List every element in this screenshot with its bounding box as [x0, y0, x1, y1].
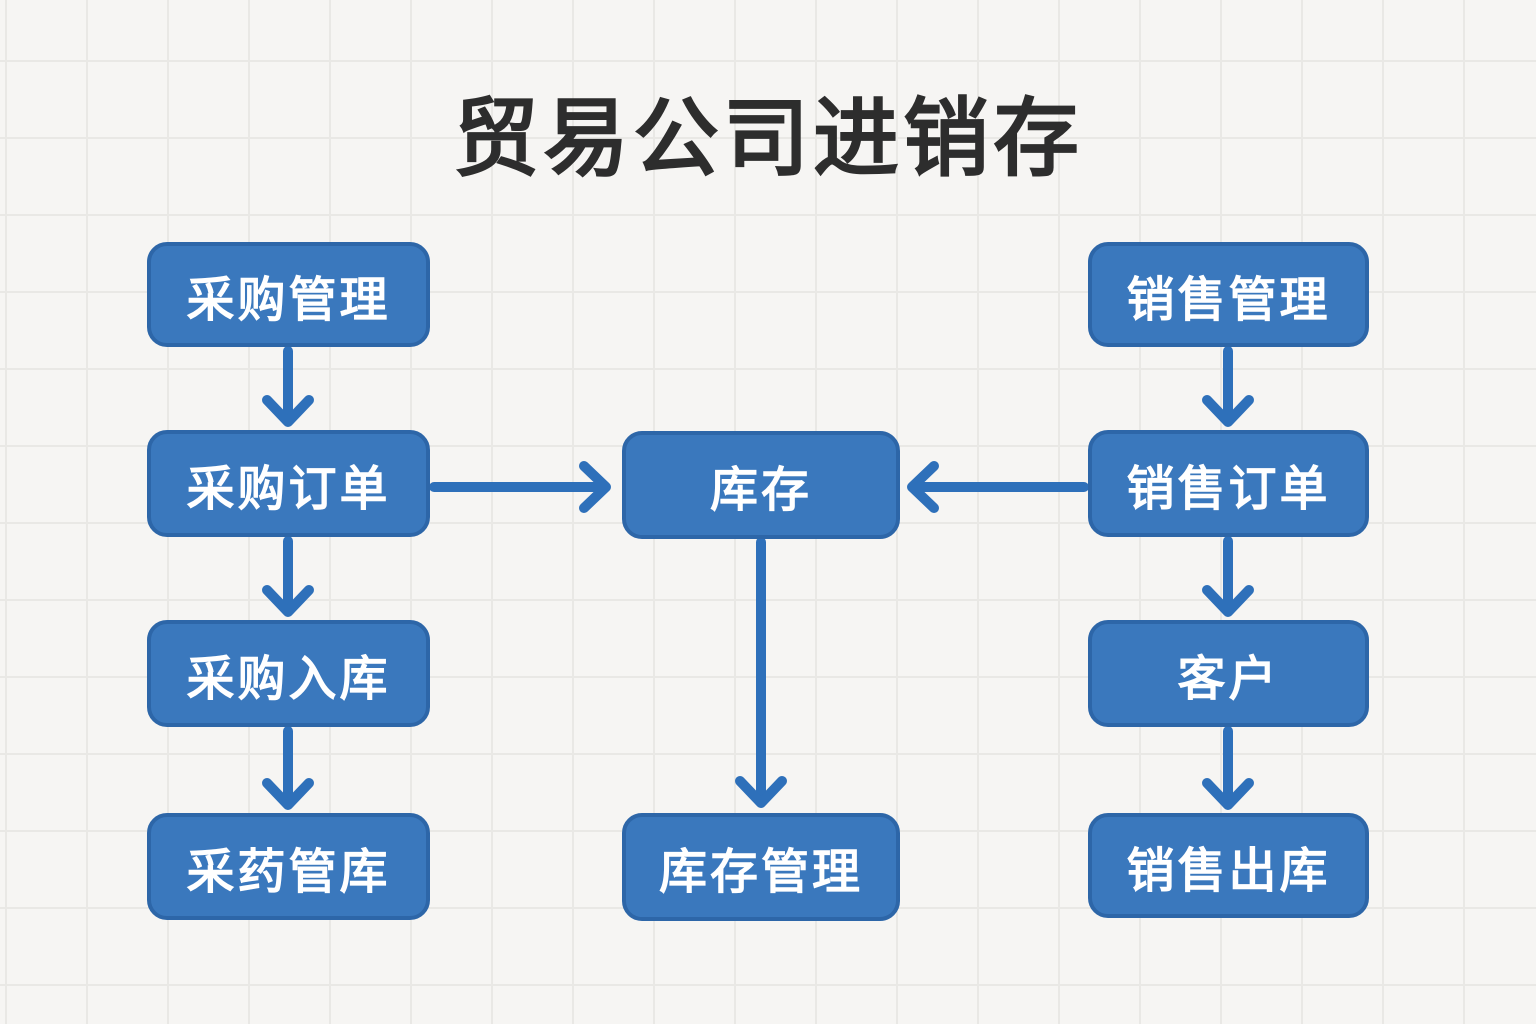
node-purchase-warehouse: 采药管库 [147, 813, 430, 920]
node-label: 销售管理 [1126, 273, 1331, 327]
arrow-purchase-inbound-to-purchase-warehouse [262, 726, 314, 810]
node-label: 采购管理 [186, 273, 391, 327]
arrow-sales-order-to-customer [1202, 536, 1254, 617]
node-label: 采药管库 [186, 845, 391, 899]
node-label: 销售订单 [1126, 462, 1331, 516]
node-inventory: 库存 [622, 431, 900, 539]
arrow-sales-order-to-inventory [907, 461, 1089, 513]
node-label: 客户 [1177, 652, 1280, 706]
arrow-purchase-order-to-purchase-inbound [262, 536, 314, 617]
node-sales-outbound: 销售出库 [1088, 813, 1369, 918]
node-customer: 客户 [1088, 620, 1369, 727]
node-purchase-management: 采购管理 [147, 242, 430, 347]
arrow-purchase-order-to-inventory [429, 461, 611, 513]
node-label: 库存管理 [658, 846, 863, 899]
node-label: 库存 [709, 464, 812, 517]
arrow-purchase-management-to-purchase-order [262, 346, 314, 427]
node-label: 采购入库 [186, 652, 391, 706]
node-label: 销售出库 [1126, 844, 1331, 898]
arrow-sales-management-to-sales-order [1202, 346, 1254, 427]
node-label: 采购订单 [186, 462, 391, 516]
node-sales-management: 销售管理 [1088, 242, 1369, 347]
arrow-inventory-to-inventory-management [735, 537, 787, 808]
node-inventory-management: 库存管理 [622, 813, 900, 921]
diagram-title: 贸易公司进销存 [453, 91, 1083, 187]
node-purchase-inbound: 采购入库 [147, 620, 430, 727]
node-sales-order: 销售订单 [1088, 430, 1369, 537]
node-purchase-order: 采购订单 [147, 430, 430, 537]
arrow-customer-to-sales-outbound [1202, 726, 1254, 810]
